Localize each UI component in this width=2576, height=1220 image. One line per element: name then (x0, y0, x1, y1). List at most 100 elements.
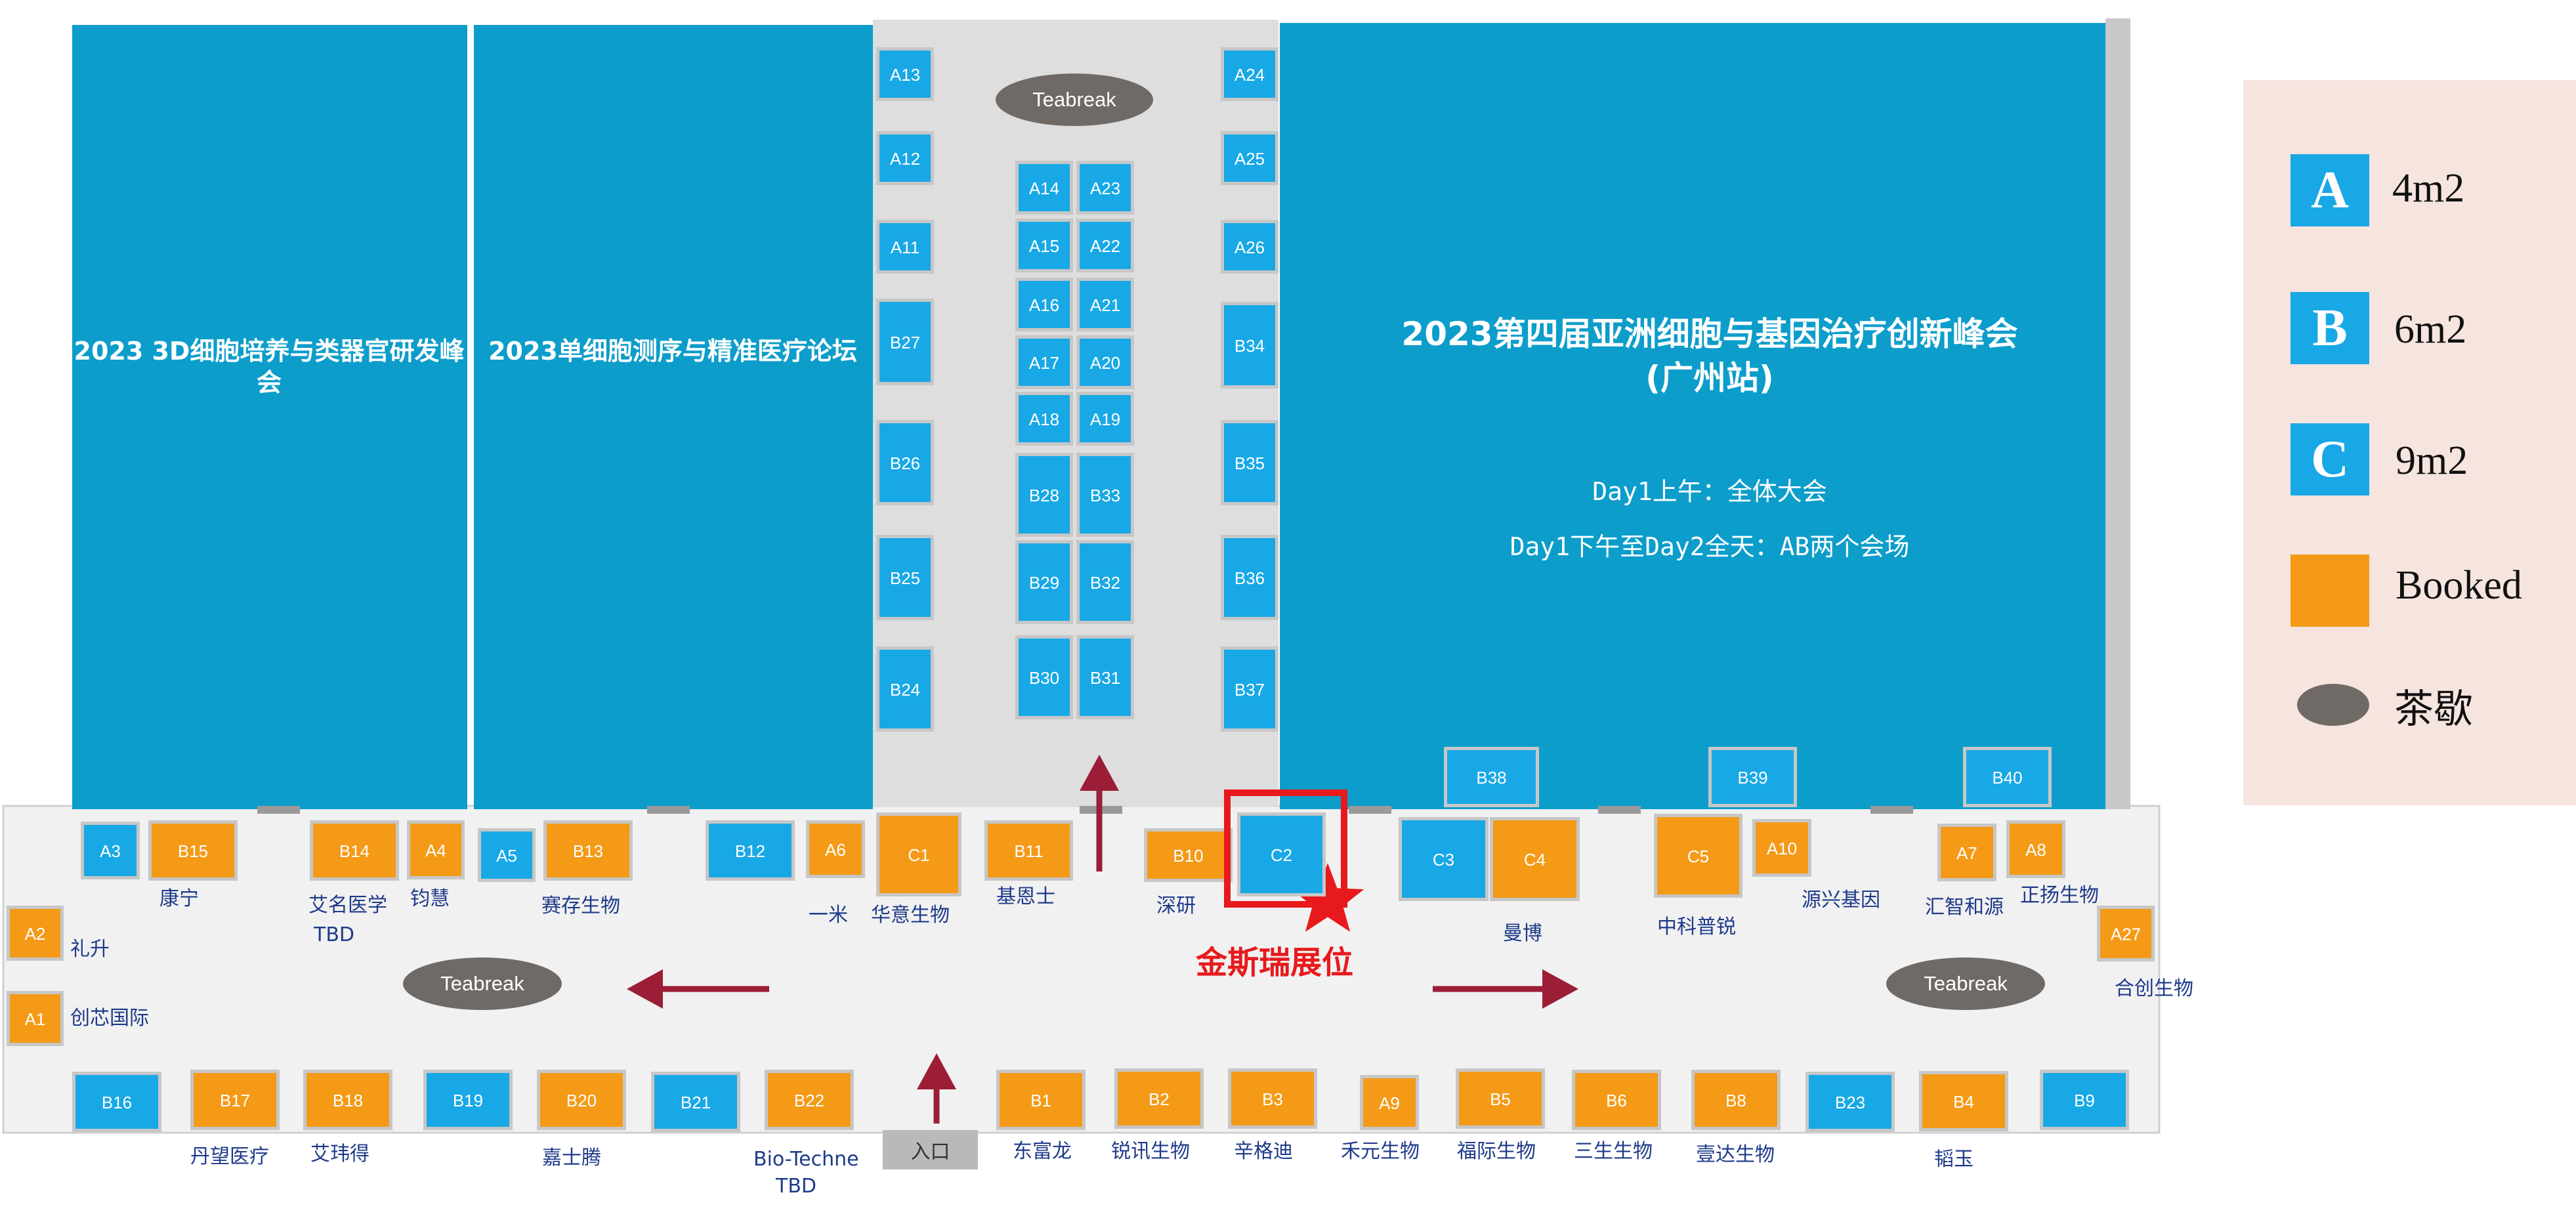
booth-a1[interactable]: A1 (7, 991, 64, 1046)
booth-b16[interactable]: B16 (72, 1072, 161, 1132)
exhibitor-label: 基恩士 (996, 885, 1055, 908)
booth-b30[interactable]: B30 (1015, 635, 1073, 719)
exhibitor-label: 合创生物 (2115, 977, 2193, 1000)
booth-b36[interactable]: B36 (1221, 535, 1278, 620)
booth-b29[interactable]: B29 (1015, 540, 1073, 624)
booth-b22[interactable]: B22 (765, 1070, 854, 1130)
booth-b3[interactable]: B3 (1228, 1068, 1317, 1129)
booth-b14[interactable]: B14 (310, 820, 399, 881)
booth-a2[interactable]: A2 (7, 906, 64, 961)
booth-a27[interactable]: A27 (2097, 906, 2155, 961)
booth-b10[interactable]: B10 (1144, 828, 1233, 882)
booth-b17[interactable]: B17 (190, 1070, 280, 1130)
booth-b35[interactable]: B35 (1221, 420, 1278, 505)
booth-a18[interactable]: A18 (1015, 392, 1073, 446)
booth-fill (1080, 222, 1131, 269)
booth-b38[interactable]: B38 (1444, 747, 1539, 807)
booth-b4[interactable]: B4 (1919, 1071, 2008, 1131)
booth-fill (1080, 339, 1131, 386)
booth-b18[interactable]: B18 (303, 1070, 392, 1130)
booth-a17[interactable]: A17 (1015, 335, 1073, 389)
booth-a12[interactable]: A12 (876, 131, 934, 185)
booth-b6[interactable]: B6 (1572, 1070, 1661, 1130)
booth-a19[interactable]: A19 (1076, 392, 1134, 446)
genscript-booth-highlight (1224, 789, 1347, 908)
booth-c3[interactable]: C3 (1399, 817, 1489, 901)
booth-fill (1966, 750, 2048, 804)
booth-fill (1575, 1073, 1658, 1127)
booth-fill (1402, 820, 1485, 898)
booth-a14[interactable]: A14 (1015, 161, 1073, 215)
booth-b9[interactable]: B9 (2040, 1070, 2129, 1130)
door (1349, 806, 1391, 814)
booth-b1[interactable]: B1 (996, 1070, 1086, 1130)
booth-b33[interactable]: B33 (1076, 453, 1134, 537)
booth-id-label: B19 (453, 1091, 483, 1110)
booth-a5[interactable]: A5 (478, 828, 536, 882)
booth-b32[interactable]: B32 (1076, 540, 1134, 624)
booth-c1[interactable]: C1 (876, 812, 961, 896)
booth-fill (1756, 822, 1808, 873)
booth-id-label: B18 (333, 1091, 363, 1110)
booth-c2[interactable]: C2 (1237, 812, 1326, 896)
booth-b2[interactable]: B2 (1114, 1068, 1204, 1129)
booth-id-label: A7 (1956, 843, 1977, 863)
booth-b12[interactable]: B12 (706, 820, 795, 881)
booth-b24[interactable]: B24 (876, 646, 934, 732)
booth-a25[interactable]: A25 (1221, 131, 1278, 185)
center-corridor (873, 20, 1278, 807)
booth-id-label: A6 (825, 840, 846, 860)
booth-b21[interactable]: B21 (651, 1072, 740, 1132)
booth-b31[interactable]: B31 (1076, 635, 1134, 719)
booth-b15[interactable]: B15 (148, 820, 238, 881)
booth-a8[interactable]: A8 (2006, 820, 2065, 878)
booth-a6[interactable]: A6 (806, 820, 865, 878)
booth-b39[interactable]: B39 (1708, 747, 1797, 807)
booth-b13[interactable]: B13 (543, 820, 633, 881)
booth-b20[interactable]: B20 (537, 1070, 626, 1130)
booth-id-label: B26 (890, 453, 920, 473)
booth-b19[interactable]: B19 (423, 1070, 513, 1130)
booth-fill (1695, 1073, 1777, 1127)
exhibitor-label: 艾玮得 (310, 1143, 370, 1166)
booth-a9[interactable]: A9 (1360, 1075, 1419, 1130)
booth-fill (2010, 824, 2062, 875)
booth-b40[interactable]: B40 (1963, 747, 2052, 807)
booth-b5[interactable]: B5 (1456, 1068, 1545, 1129)
booth-b25[interactable]: B25 (876, 535, 934, 620)
booth-a7[interactable]: A7 (1937, 824, 1996, 881)
booth-id-label: A11 (891, 238, 919, 257)
booth-a26[interactable]: A26 (1221, 220, 1278, 274)
booth-b26[interactable]: B26 (876, 420, 934, 505)
booth-b11[interactable]: B11 (984, 820, 1073, 881)
booth-a23[interactable]: A23 (1076, 161, 1134, 215)
booth-c4[interactable]: C4 (1490, 817, 1580, 901)
booth-a20[interactable]: A20 (1076, 335, 1134, 389)
door (257, 806, 300, 814)
booth-id-label: B23 (1835, 1093, 1865, 1112)
booth-b27[interactable]: B27 (876, 299, 934, 385)
booth-b37[interactable]: B37 (1221, 646, 1278, 732)
booth-a24[interactable]: A24 (1221, 47, 1278, 101)
booth-b28[interactable]: B28 (1015, 453, 1073, 537)
booth-a10[interactable]: A10 (1752, 819, 1811, 877)
booth-id-label: B8 (1725, 1091, 1746, 1110)
booth-b8[interactable]: B8 (1691, 1070, 1781, 1130)
booth-a22[interactable]: A22 (1076, 219, 1134, 272)
booth-id-label: B38 (1476, 768, 1506, 788)
booth-id-label: A14 (1029, 179, 1059, 198)
booth-fill (1147, 831, 1229, 879)
booth-a16[interactable]: A16 (1015, 278, 1073, 331)
booth-a3[interactable]: A3 (81, 822, 140, 879)
booth-a15[interactable]: A15 (1015, 219, 1073, 272)
booth-b34[interactable]: B34 (1221, 302, 1278, 389)
booth-fill (547, 824, 629, 877)
booth-a13[interactable]: A13 (876, 47, 934, 101)
booth-b23[interactable]: B23 (1805, 1072, 1895, 1132)
booth-c5[interactable]: C5 (1654, 814, 1742, 898)
booth-fill (481, 831, 532, 879)
booth-a4[interactable]: A4 (407, 820, 465, 879)
booth-id-label: C4 (1524, 850, 1546, 870)
booth-a21[interactable]: A21 (1076, 278, 1134, 331)
booth-a11[interactable]: A11 (876, 220, 934, 274)
